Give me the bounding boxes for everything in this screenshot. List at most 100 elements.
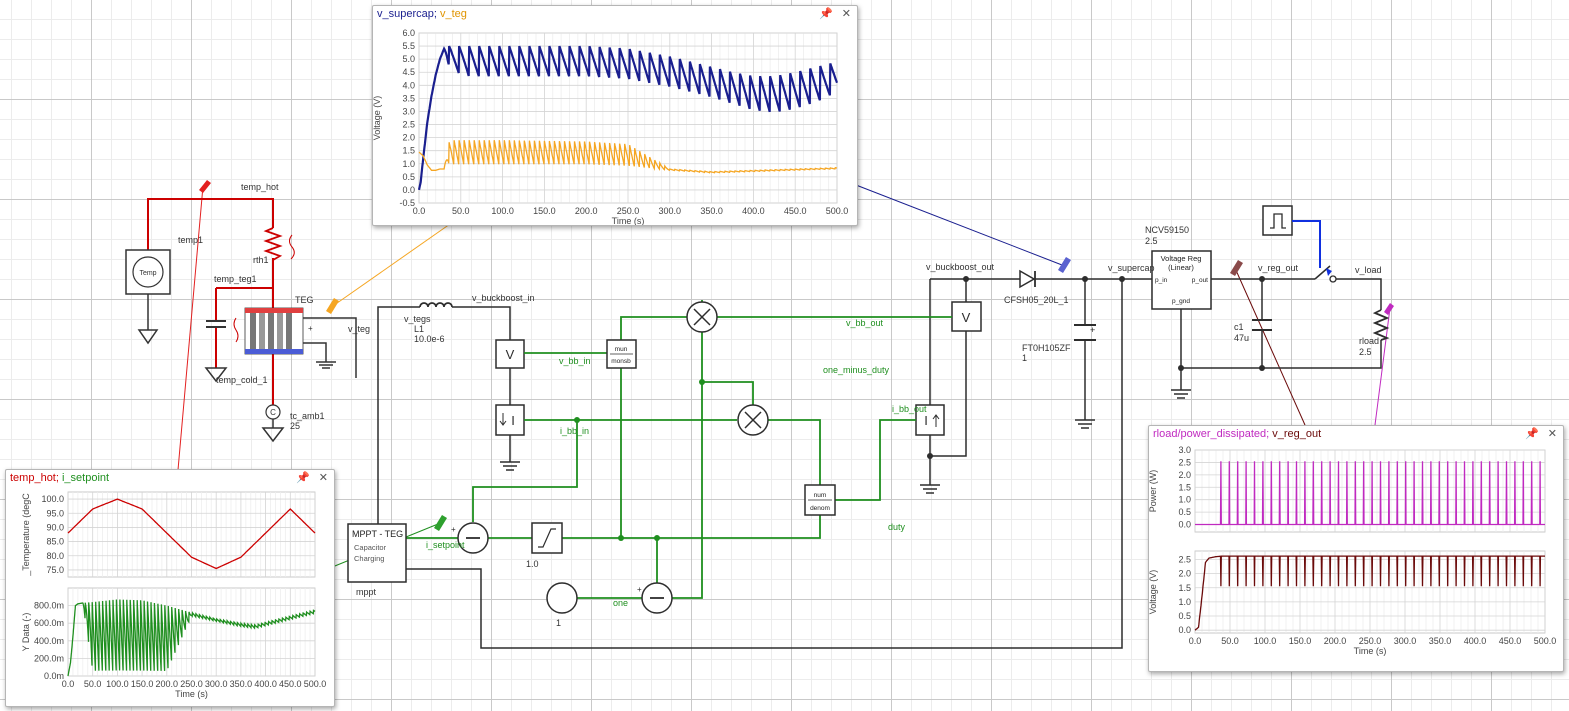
x-tick-label: 300.0	[1394, 636, 1417, 646]
heat-flow-arrow-icon	[289, 234, 295, 260]
diode-cfsh05[interactable]	[1019, 269, 1036, 289]
y-axis-label: _Temperature (degC	[21, 493, 31, 577]
close-icon[interactable]: ✕	[1547, 427, 1557, 440]
svg-text:V: V	[962, 310, 971, 325]
label-duty: duty	[888, 522, 906, 532]
probe-icon-temp-hot[interactable]	[199, 180, 211, 193]
y-tick-label: 200.0m	[34, 653, 64, 663]
label-cap-name: FT0H105ZF	[1022, 343, 1071, 353]
divider-block-1[interactable]: mun monsb	[606, 339, 637, 369]
svg-text:p_in: p_in	[1155, 277, 1168, 284]
x-tick-label: 200.0	[156, 679, 179, 689]
y-tick-label: 2.0	[402, 133, 415, 143]
label-v-buckboost-out: v_buckboost_out	[926, 262, 995, 272]
supercap-plus-sign: +	[1090, 325, 1095, 335]
limiter-block[interactable]	[531, 522, 563, 554]
label-limiter-value: 1.0	[526, 559, 539, 569]
multiplier-block-1[interactable]	[686, 301, 718, 333]
capacitor-temp-teg1-symbol[interactable]	[206, 320, 226, 328]
svg-text:(Linear): (Linear)	[1168, 263, 1194, 272]
y-tick-label: 85.0	[46, 537, 64, 547]
probe-icon-rload[interactable]	[1384, 303, 1394, 315]
pin-icon[interactable]: 📌	[1525, 427, 1539, 440]
y-tick-label: 400.0m	[34, 636, 64, 646]
voltage-sensor-bb-in[interactable]: V	[495, 339, 525, 369]
y-tick-label: -0.5	[399, 198, 415, 208]
subtract-block-1[interactable]	[457, 522, 489, 554]
svg-text:Voltage Reg: Voltage Reg	[1161, 254, 1202, 263]
label-tc-amb1-value: 25	[290, 421, 300, 431]
mppt-controller-block[interactable]: MPPT - TEG Capacitor Charging	[347, 523, 407, 583]
svg-text:I: I	[511, 413, 515, 428]
x-tick-label: 100.0	[1254, 636, 1277, 646]
inductor-l1-symbol[interactable]	[419, 302, 453, 308]
x-tick-label: 200.0	[575, 206, 598, 216]
y-tick-label: 4.0	[402, 80, 415, 90]
y-tick-label: 0.5	[1178, 507, 1191, 517]
label-one: one	[613, 598, 628, 608]
load-switch[interactable]	[1314, 265, 1337, 283]
y-tick-label: 2.0	[1178, 569, 1191, 579]
y-tick-label: 90.0	[46, 522, 64, 532]
multiplier-block-2[interactable]	[737, 404, 769, 436]
svg-text:C: C	[270, 408, 276, 417]
close-icon[interactable]: ✕	[318, 471, 328, 484]
probe-icon-reg-out[interactable]	[1230, 260, 1243, 276]
close-icon[interactable]: ✕	[841, 7, 851, 20]
series-line-v-supercap	[417, 45, 839, 191]
y-tick-label: 1.5	[402, 146, 415, 156]
x-tick-label: 250.0	[617, 206, 640, 216]
label-i-bb-in: i_bb_in	[560, 426, 589, 436]
junction-dots	[574, 379, 705, 541]
probe-icon-supercap[interactable]	[1058, 257, 1071, 273]
label-c1: c1	[1234, 322, 1244, 332]
label-rth1: rth1	[253, 255, 269, 265]
label-temp-hot: temp_hot	[241, 182, 279, 192]
y-tick-label: 5.5	[402, 41, 415, 51]
probe-icon-teg[interactable]	[326, 298, 339, 314]
label-l1: L1	[414, 324, 424, 334]
x-tick-label: 200.0	[1324, 636, 1347, 646]
y-tick-label: 0.0m	[44, 671, 64, 681]
svg-text:I: I	[924, 413, 928, 428]
plot-window-title: temp_hot; i_setpoint	[10, 472, 110, 484]
teg-module[interactable]	[233, 307, 304, 355]
series-line-v-teg	[418, 140, 838, 174]
plot-window-rload[interactable]: rload/power_dissipated; v_reg_out 📌 ✕ 0.…	[1148, 425, 1564, 672]
x-tick-label: 50.0	[1221, 636, 1239, 646]
x-tick-label: 500.0	[1534, 636, 1557, 646]
probe-lead-temp-hot	[177, 185, 204, 471]
pin-icon[interactable]: 📌	[296, 471, 310, 484]
label-temp-cold-1: temp_cold_1	[216, 375, 268, 385]
ground-temp1-icon	[137, 294, 159, 345]
voltage-sensor-bb-out[interactable]: V	[951, 301, 982, 332]
x-tick-label: 150.0	[131, 679, 154, 689]
ambient-temp-source-tc-amb1[interactable]: C	[265, 404, 281, 420]
temp-source-temp1[interactable]: Temp	[125, 249, 171, 295]
x-tick-label: 400.0	[254, 679, 277, 689]
subtract-block-2[interactable]	[641, 582, 673, 614]
chart-supercap: -0.50.00.51.01.52.02.53.03.54.04.55.05.5…	[373, 28, 848, 225]
pulse-source[interactable]	[1262, 205, 1293, 236]
current-source-bb-out[interactable]: I	[915, 404, 945, 436]
constant-one-block[interactable]	[546, 582, 578, 614]
current-source-bb-in[interactable]: I	[495, 404, 525, 436]
x-tick-label: 150.0	[533, 206, 556, 216]
label-v-tegs: v_tegs	[404, 314, 431, 324]
resistor-rload-symbol[interactable]	[1372, 309, 1390, 341]
probe-lead-supercap	[855, 184, 1063, 266]
probe-icon-i-setpoint[interactable]	[434, 515, 447, 531]
y-tick-label: 600.0m	[34, 618, 64, 628]
capacitor-c1[interactable]	[1252, 319, 1272, 331]
pin-icon[interactable]: 📌	[819, 7, 833, 20]
label-teg: TEG	[295, 295, 314, 305]
resistor-rth1-symbol[interactable]	[263, 227, 283, 261]
supercapacitor-ft0h105zf[interactable]	[1074, 324, 1096, 341]
svg-text:p_gnd: p_gnd	[1172, 298, 1190, 305]
divider-block-2[interactable]: num denom	[804, 484, 836, 516]
voltage-regulator-linear[interactable]: Voltage Reg (Linear) p_in p_out p_gnd	[1151, 250, 1212, 310]
